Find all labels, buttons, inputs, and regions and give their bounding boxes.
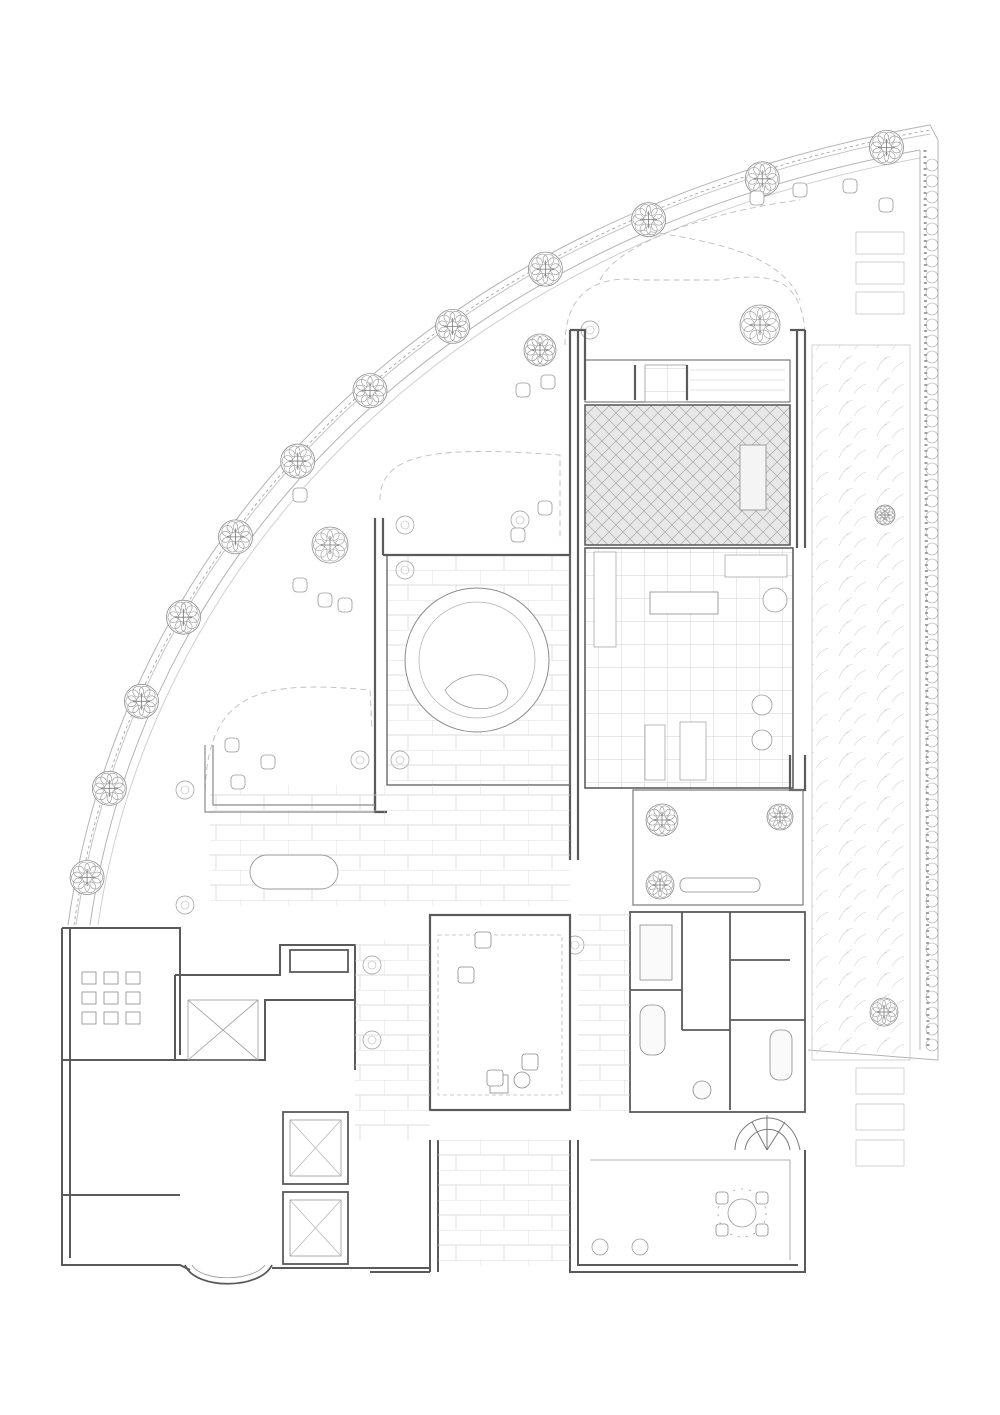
living-room (386, 554, 571, 786)
spiral-stair (734, 1115, 801, 1151)
courtyard-furniture (457, 931, 769, 1237)
lawn-strip (811, 344, 911, 1061)
tree-symbol (744, 161, 780, 197)
stair-hall-west (187, 999, 259, 1061)
east-court (632, 789, 804, 906)
tree-symbol (435, 309, 470, 344)
passage-paving (578, 912, 630, 1112)
tree-symbol (280, 443, 316, 479)
sunbeds-north (855, 231, 905, 315)
tree-symbol (218, 519, 253, 555)
tree-symbol (91, 770, 127, 806)
tree-symbol (645, 870, 675, 900)
bay-window (184, 1264, 273, 1285)
tree-symbol (352, 373, 388, 409)
site-boundary (67, 124, 939, 1061)
dining-room-herringbone (584, 404, 791, 546)
west-wing (61, 927, 356, 1271)
garden-paths (204, 199, 806, 801)
south-hall-paving (438, 1140, 570, 1265)
bathroom-block (629, 911, 806, 1113)
garden-chairs (224, 178, 894, 790)
tree-symbol (631, 202, 667, 238)
tree-symbol (766, 803, 794, 831)
sunbeds-south (855, 1067, 905, 1167)
hall-bench (249, 854, 339, 890)
tree-symbol (527, 251, 563, 287)
tree-symbol (124, 683, 159, 719)
tree-symbol (645, 803, 679, 837)
tree-symbol (69, 860, 105, 895)
tree-symbol (739, 304, 781, 346)
tree-symbol (311, 526, 349, 564)
dining-terrace-south (590, 1159, 791, 1260)
tree-symbol (869, 129, 904, 165)
core-lift (282, 949, 349, 1265)
kitchen-tiled (584, 547, 794, 789)
west-pergola (204, 745, 375, 813)
study-table (81, 971, 141, 1025)
garden-trees (69, 129, 904, 1027)
west-passage-paving (355, 940, 430, 1140)
tree-symbol (166, 599, 201, 635)
tree-symbol (523, 333, 557, 367)
